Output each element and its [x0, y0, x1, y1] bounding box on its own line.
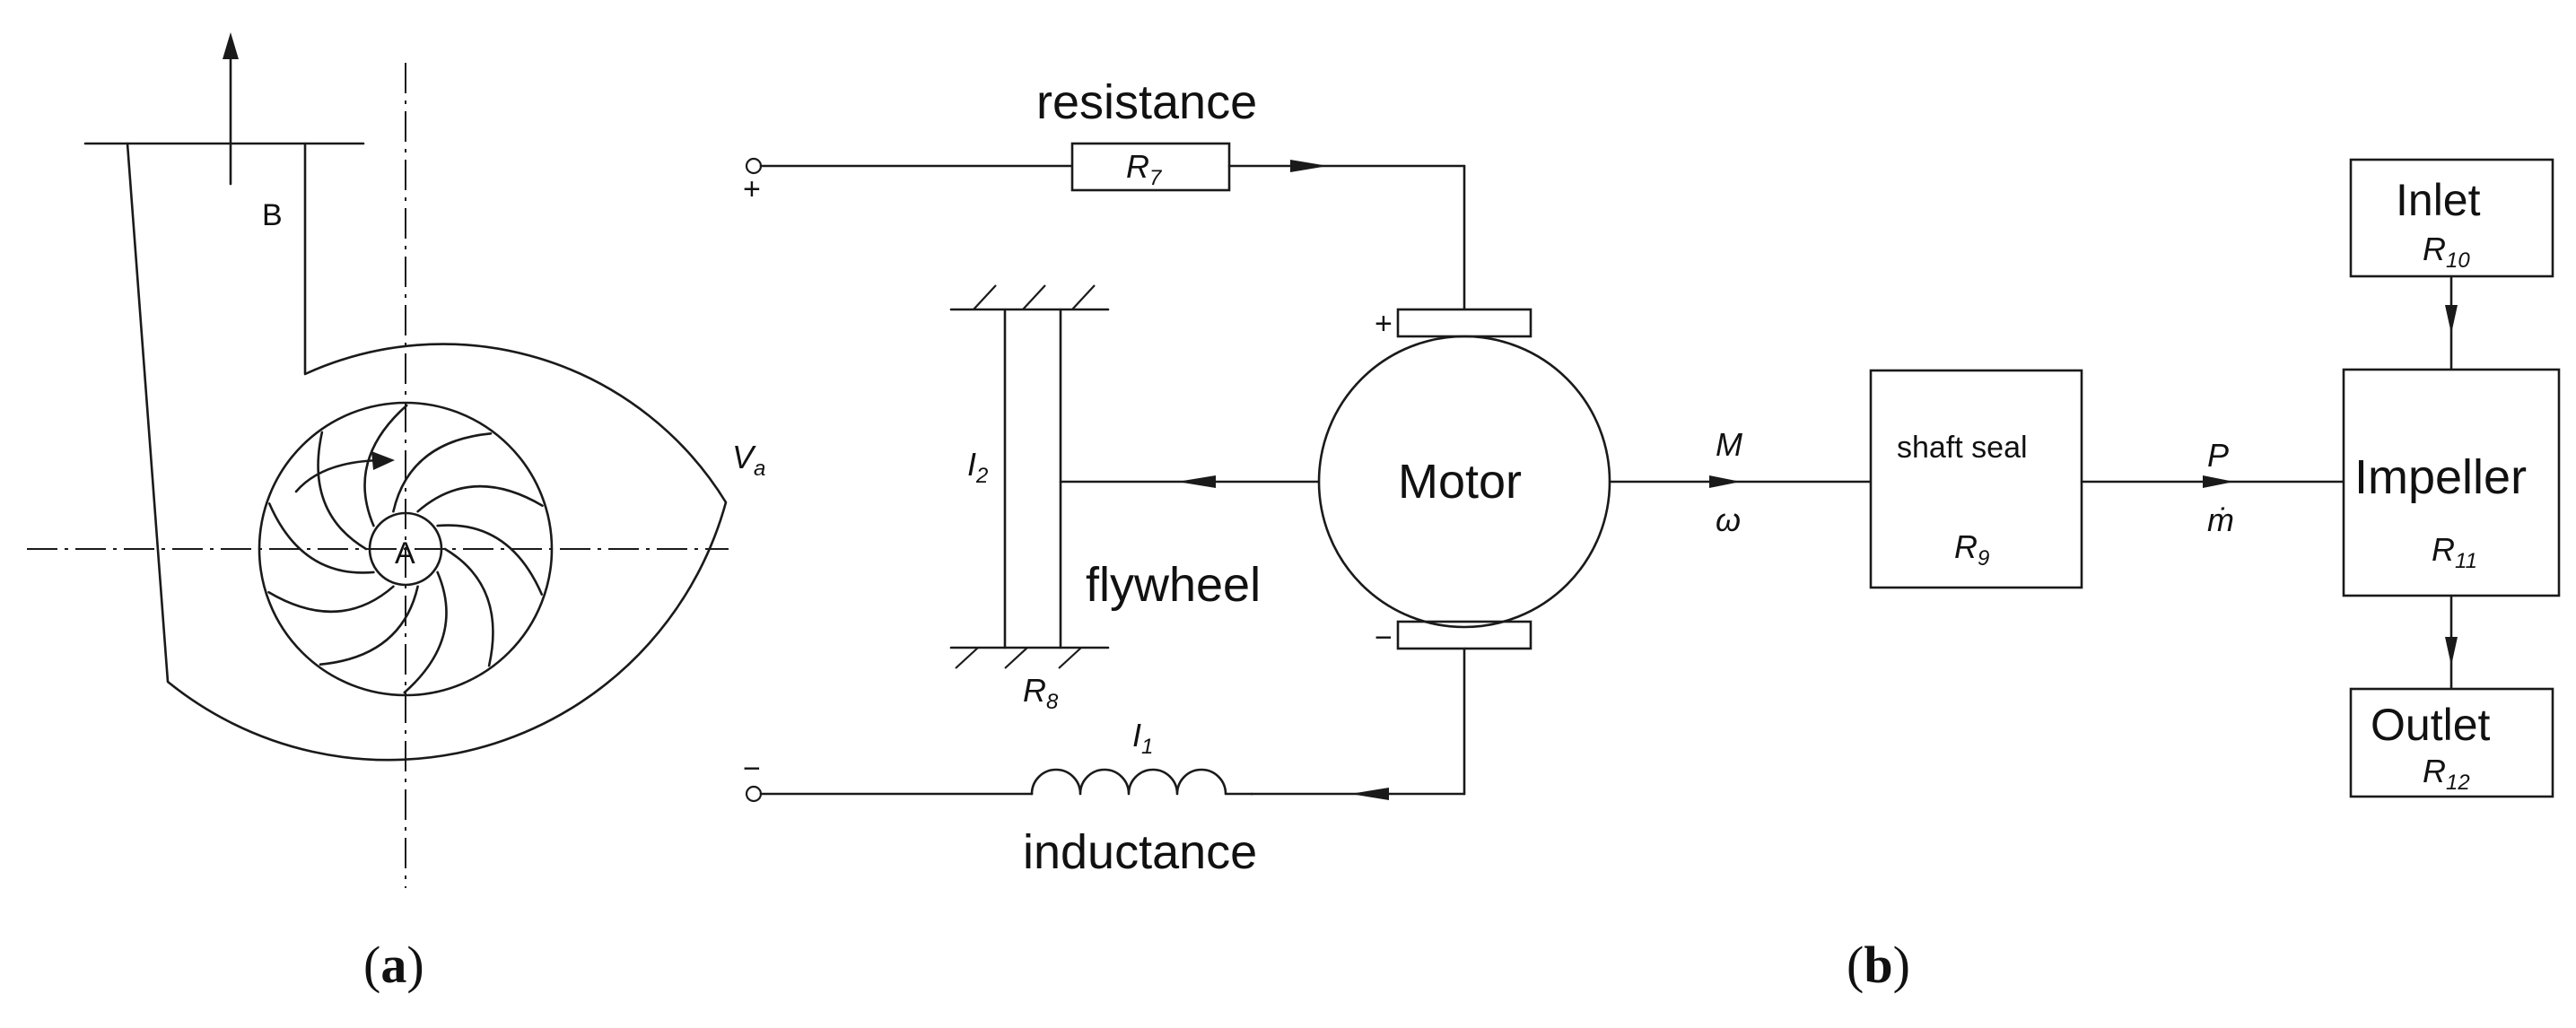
- current-arrow-bottom: [1350, 788, 1389, 800]
- flywheel-bottom-hatching: [955, 647, 1082, 669]
- impeller-blade: [319, 585, 419, 666]
- resistor-symbol: R7: [1126, 148, 1163, 190]
- inlet-box: [2349, 158, 2554, 278]
- impeller-blade: [267, 502, 375, 574]
- impeller-blade: [436, 524, 544, 596]
- motor-minus-sign: −: [1375, 621, 1393, 655]
- outlet-symbol: R12: [2423, 753, 2470, 795]
- outlet-box-label: Outlet: [2371, 700, 2491, 750]
- inlet-label: Inlet: [2396, 175, 2481, 225]
- caption-b: (b): [1847, 936, 1910, 994]
- impeller-blade: [403, 571, 448, 694]
- impeller-blade: [363, 404, 408, 527]
- current-arrow-top: [1290, 160, 1328, 172]
- resistance-label: resistance: [1036, 75, 1257, 129]
- flywheel-top-hatching: [973, 284, 1096, 310]
- motor-plus-sign: +: [1375, 307, 1393, 341]
- inlet-arrow: [2445, 305, 2458, 334]
- resistor-r7: [1070, 142, 1231, 192]
- inductance-label: inductance: [1023, 825, 1257, 879]
- volute-casing: [126, 142, 728, 762]
- negative-terminal: [745, 785, 763, 803]
- shaft-seal-label: shaft seal: [1897, 431, 2028, 465]
- torque-label: M: [1716, 426, 1742, 463]
- flywheel-arrow: [1177, 475, 1216, 488]
- positive-terminal-sign: +: [743, 172, 761, 206]
- motor-plus-brush: [1396, 308, 1533, 338]
- inductor-i1: [1030, 768, 1253, 796]
- positive-terminal: [745, 157, 763, 175]
- mass-flow-label: ṁ: [2207, 501, 2234, 538]
- impeller-label: Impeller: [2354, 450, 2527, 504]
- impeller-blades: [267, 404, 544, 694]
- impeller-blade: [392, 432, 493, 513]
- inductor-symbol: I1: [1132, 717, 1153, 759]
- shaft-seal-box: [1869, 369, 2083, 589]
- impeller-center-label: A: [395, 536, 415, 571]
- outlet-box: [2349, 687, 2554, 798]
- negative-terminal-sign: −: [743, 752, 761, 786]
- impeller-blade: [317, 431, 368, 551]
- outlet-flow-arrowhead: [223, 32, 239, 59]
- impeller-blade: [267, 585, 395, 614]
- caption-a: (a): [363, 936, 424, 994]
- motor-label: Motor: [1398, 455, 1522, 509]
- motor-shaft-arrow: [1709, 475, 1741, 488]
- impeller-hub: [368, 511, 443, 587]
- impeller-blade: [416, 484, 544, 513]
- inlet-symbol: R10: [2423, 231, 2470, 273]
- rotation-arrowhead: [371, 451, 395, 470]
- impeller-blade: [443, 547, 494, 667]
- impeller-outer-circle: [258, 401, 554, 697]
- impeller-symbol: R11: [2432, 531, 2477, 573]
- outlet-label: B: [262, 198, 283, 232]
- seal-shaft-arrow: [2203, 475, 2234, 488]
- voltage-label: Va: [732, 439, 765, 481]
- shaft-seal-symbol: R9: [1954, 528, 1989, 571]
- panel-b-system-model: + − Va R7 resistance + − Motor I1 induct…: [732, 75, 2561, 994]
- panel-a-pump-section: A B (a): [27, 32, 729, 994]
- impeller-box: [2342, 368, 2561, 597]
- flywheel-friction-symbol: R8: [1023, 672, 1059, 714]
- rotation-arrow: [294, 458, 388, 493]
- outlet-arrow: [2445, 637, 2458, 666]
- speed-label: ω: [1716, 501, 1741, 538]
- flywheel-inertia-symbol: I2: [967, 446, 988, 488]
- flywheel-label: flywheel: [1086, 558, 1261, 612]
- pressure-label: P: [2207, 437, 2229, 474]
- motor-minus-brush: [1396, 620, 1533, 650]
